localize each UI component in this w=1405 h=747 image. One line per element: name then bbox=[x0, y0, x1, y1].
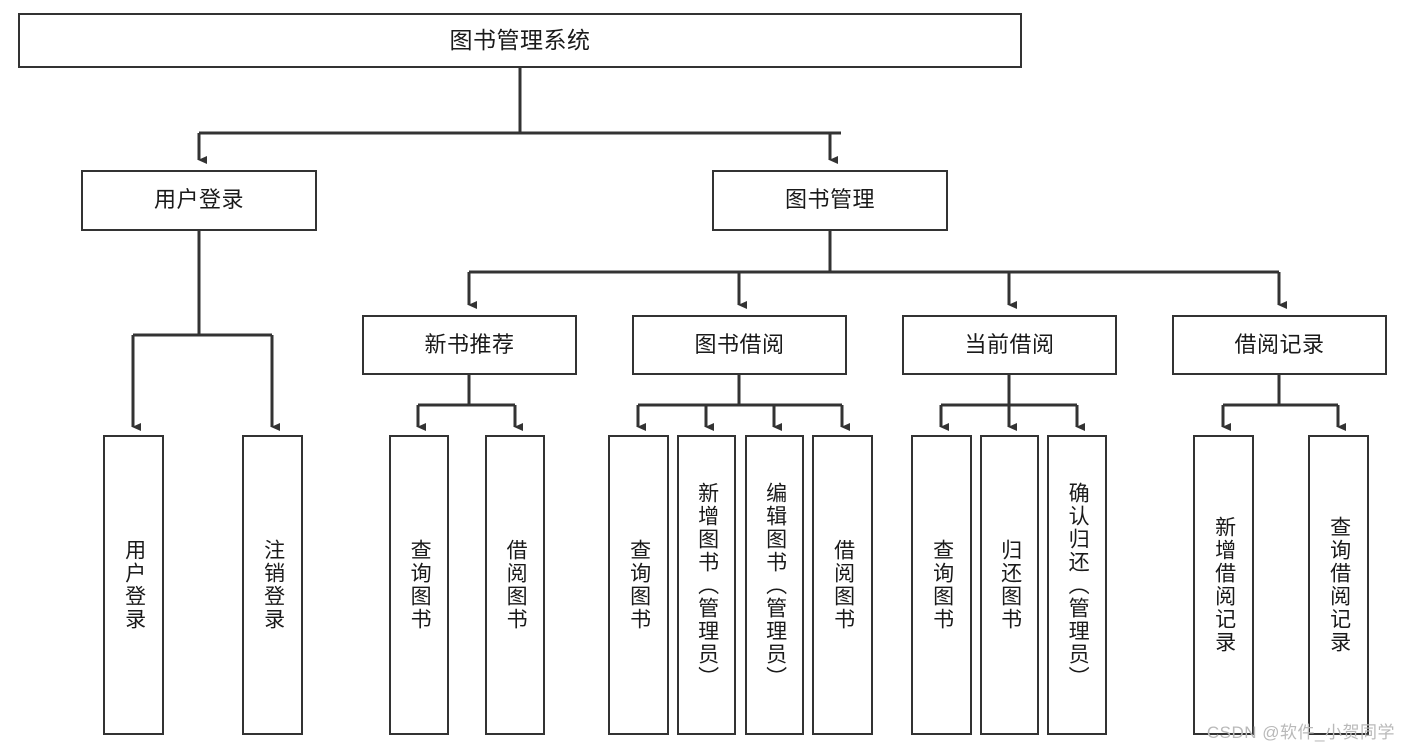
leaf-add-borrow-record[interactable]: 新增借阅记录 bbox=[1193, 435, 1254, 735]
leaf-borrow-book-newbook[interactable]: 借阅图书 bbox=[485, 435, 545, 735]
node-borrow-record[interactable]: 借阅记录 bbox=[1172, 315, 1387, 375]
leaf-add-book-admin[interactable]: 新增图书（管理员） bbox=[677, 435, 736, 735]
leaf-borrow-book[interactable]: 借阅图书 bbox=[812, 435, 873, 735]
node-label: 注销登录 bbox=[261, 539, 285, 631]
node-label: 确认归还（管理员） bbox=[1066, 481, 1090, 689]
node-label: 归还图书 bbox=[998, 539, 1022, 631]
node-book-management[interactable]: 图书管理 bbox=[712, 170, 948, 231]
node-label: 用户登录 bbox=[122, 539, 146, 631]
node-label: 新增借阅记录 bbox=[1212, 516, 1236, 654]
leaf-user-login[interactable]: 用户登录 bbox=[103, 435, 164, 735]
node-current-borrow[interactable]: 当前借阅 bbox=[902, 315, 1117, 375]
node-label: 当前借阅 bbox=[964, 331, 1055, 357]
node-label: 查询借阅记录 bbox=[1327, 516, 1351, 654]
node-label: 用户登录 bbox=[153, 187, 244, 213]
leaf-query-book-newbook[interactable]: 查询图书 bbox=[389, 435, 449, 735]
node-label: 借阅图书 bbox=[504, 539, 528, 631]
leaf-logout[interactable]: 注销登录 bbox=[242, 435, 303, 735]
leaf-query-book-borrow[interactable]: 查询图书 bbox=[608, 435, 669, 735]
node-label: 图书借阅 bbox=[694, 331, 785, 357]
node-label: 编辑图书（管理员） bbox=[763, 481, 787, 689]
node-label: 借阅记录 bbox=[1234, 331, 1325, 357]
node-label: 新增图书（管理员） bbox=[695, 481, 719, 689]
leaf-query-book-current[interactable]: 查询图书 bbox=[911, 435, 972, 735]
node-new-book-recommend[interactable]: 新书推荐 bbox=[362, 315, 577, 375]
node-root-system[interactable]: 图书管理系统 bbox=[18, 13, 1022, 68]
leaf-confirm-return-admin[interactable]: 确认归还（管理员） bbox=[1047, 435, 1107, 735]
leaf-return-book[interactable]: 归还图书 bbox=[980, 435, 1039, 735]
node-user-login[interactable]: 用户登录 bbox=[81, 170, 317, 231]
node-label: 借阅图书 bbox=[831, 539, 855, 631]
node-label: 查询图书 bbox=[930, 539, 954, 631]
node-label: 图书管理系统 bbox=[449, 26, 591, 53]
node-label: 查询图书 bbox=[408, 539, 432, 631]
node-label: 新书推荐 bbox=[424, 331, 515, 357]
leaf-edit-book-admin[interactable]: 编辑图书（管理员） bbox=[745, 435, 804, 735]
node-label: 查询图书 bbox=[627, 539, 651, 631]
node-label: 图书管理 bbox=[784, 187, 875, 213]
node-book-borrow[interactable]: 图书借阅 bbox=[632, 315, 847, 375]
leaf-query-borrow-record[interactable]: 查询借阅记录 bbox=[1308, 435, 1369, 735]
